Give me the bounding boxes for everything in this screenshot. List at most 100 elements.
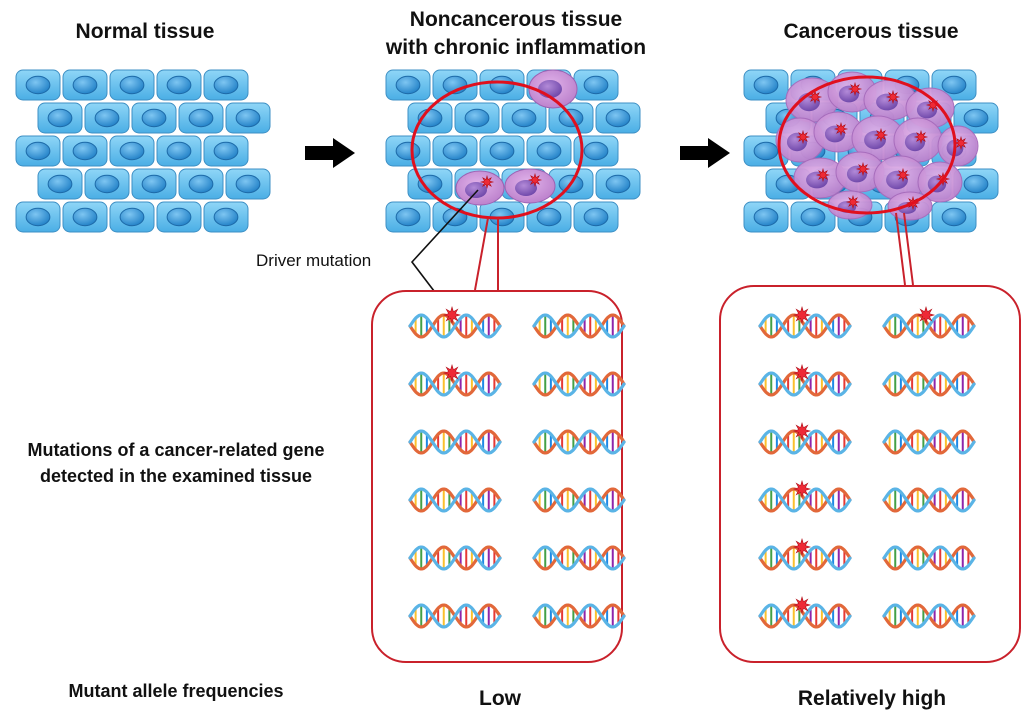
- abnormal-cell: [504, 168, 556, 204]
- dna-helix-icon: [532, 429, 626, 455]
- cancer-frequency-value: Relatively high: [798, 687, 946, 710]
- cell-nucleus: [72, 75, 98, 95]
- dna-helix-icon: [758, 305, 852, 339]
- dna-helix-icon: [882, 371, 976, 397]
- normal-cell: [62, 201, 108, 233]
- dna-helix-icon: [882, 603, 976, 629]
- cell-nucleus: [489, 141, 515, 161]
- cancer-callout-connector: [903, 212, 914, 286]
- inflamed-frequency-value: Low: [479, 687, 522, 710]
- normal-cell: [526, 135, 572, 167]
- normal-cell: [109, 201, 155, 233]
- normal-cell: [595, 168, 641, 200]
- cell-nucleus: [536, 141, 562, 161]
- tumor-cell: [851, 115, 905, 161]
- cell-nucleus: [25, 141, 51, 161]
- normal-cell: [109, 69, 155, 101]
- cell-nucleus: [395, 141, 421, 161]
- cell-nucleus: [395, 207, 421, 227]
- cell-nucleus: [235, 108, 261, 128]
- normal-cell: [131, 168, 177, 200]
- dna-helix-icon: [758, 537, 852, 571]
- cell-nucleus: [119, 141, 145, 161]
- dna-helix-icon: [758, 479, 852, 513]
- normal-cell: [573, 135, 619, 167]
- tumor-cell: [937, 125, 979, 167]
- dna-helix-icon: [758, 595, 852, 629]
- tumor-cell: [873, 155, 927, 201]
- normal-cell: [156, 69, 202, 101]
- mutation-star-icon: [913, 129, 929, 145]
- normal-cell: [62, 69, 108, 101]
- normal-cell: [84, 168, 130, 200]
- cell-nucleus: [941, 75, 967, 95]
- cell-nucleus: [25, 75, 51, 95]
- normal-cell: [62, 135, 108, 167]
- cell-nucleus: [963, 174, 989, 194]
- cell-nucleus: [583, 75, 609, 95]
- normal-cell: [479, 135, 525, 167]
- cell-nucleus: [489, 75, 515, 95]
- dna-helix-icon: [532, 545, 626, 571]
- mutation-star-icon: [792, 363, 812, 383]
- dna-helix-icon: [882, 305, 976, 339]
- normal-cell: [385, 201, 431, 233]
- cell-nucleus: [94, 174, 120, 194]
- mutation-star-icon: [792, 537, 812, 557]
- mutation-star-icon: [916, 305, 936, 325]
- normal-cell: [203, 201, 249, 233]
- cell-nucleus: [166, 75, 192, 95]
- cell-nucleus: [213, 75, 239, 95]
- normal-cell: [84, 102, 130, 134]
- cell-nucleus: [511, 108, 537, 128]
- mutation-star-icon: [885, 89, 901, 105]
- normal-cell: [178, 102, 224, 134]
- mutation-star-icon: [873, 127, 889, 143]
- dna-helix-icon: [758, 363, 852, 397]
- cell-nucleus: [141, 174, 167, 194]
- cell-nucleus: [25, 207, 51, 227]
- cancer-tissue-title: Cancerous tissue: [783, 20, 958, 43]
- progression-arrow-icon: [680, 138, 730, 168]
- cell-nucleus: [442, 141, 468, 161]
- normal-cell: [573, 201, 619, 233]
- normal-cell: [15, 69, 61, 101]
- mutation-star-icon: [815, 167, 831, 183]
- cancer-dna-grid: [758, 305, 976, 629]
- mutation-star-icon: [833, 121, 849, 137]
- mutation-star-icon: [953, 135, 969, 151]
- tumor-cell: [893, 117, 943, 163]
- dna-helix-icon: [532, 371, 626, 397]
- dna-helix-icon: [882, 487, 976, 513]
- cell-nucleus: [188, 174, 214, 194]
- normal-cell: [595, 102, 641, 134]
- dna-helix-icon: [408, 429, 502, 455]
- mutation-star-icon: [792, 479, 812, 499]
- normal-cell: [109, 135, 155, 167]
- driver-mutation-label: Driver mutation: [256, 251, 371, 270]
- dna-helix-icon: [532, 603, 626, 629]
- cell-nucleus: [605, 108, 631, 128]
- cell-nucleus: [119, 207, 145, 227]
- dna-helix-icon: [408, 545, 502, 571]
- cell-nucleus: [72, 141, 98, 161]
- cell-nucleus: [963, 108, 989, 128]
- mutation-star-icon: [442, 363, 462, 383]
- normal-cell: [432, 201, 478, 233]
- dna-helix-icon: [408, 363, 502, 397]
- cell-nucleus: [166, 141, 192, 161]
- mutation-star-icon: [792, 595, 812, 615]
- normal-cell: [526, 201, 572, 233]
- normal-cell: [156, 201, 202, 233]
- normal-cell: [225, 102, 271, 134]
- dna-helix-icon: [408, 603, 502, 629]
- cell-nucleus: [47, 108, 73, 128]
- cell-nucleus: [141, 108, 167, 128]
- normal-tissue-illustration: [15, 69, 271, 233]
- normal-cell: [743, 201, 789, 233]
- normal-cell: [15, 201, 61, 233]
- tumor-cell: [835, 151, 885, 193]
- mutations-row-label-line2: detected in the examined tissue: [40, 466, 312, 486]
- mutation-star-icon: [845, 194, 861, 210]
- cell-nucleus: [213, 141, 239, 161]
